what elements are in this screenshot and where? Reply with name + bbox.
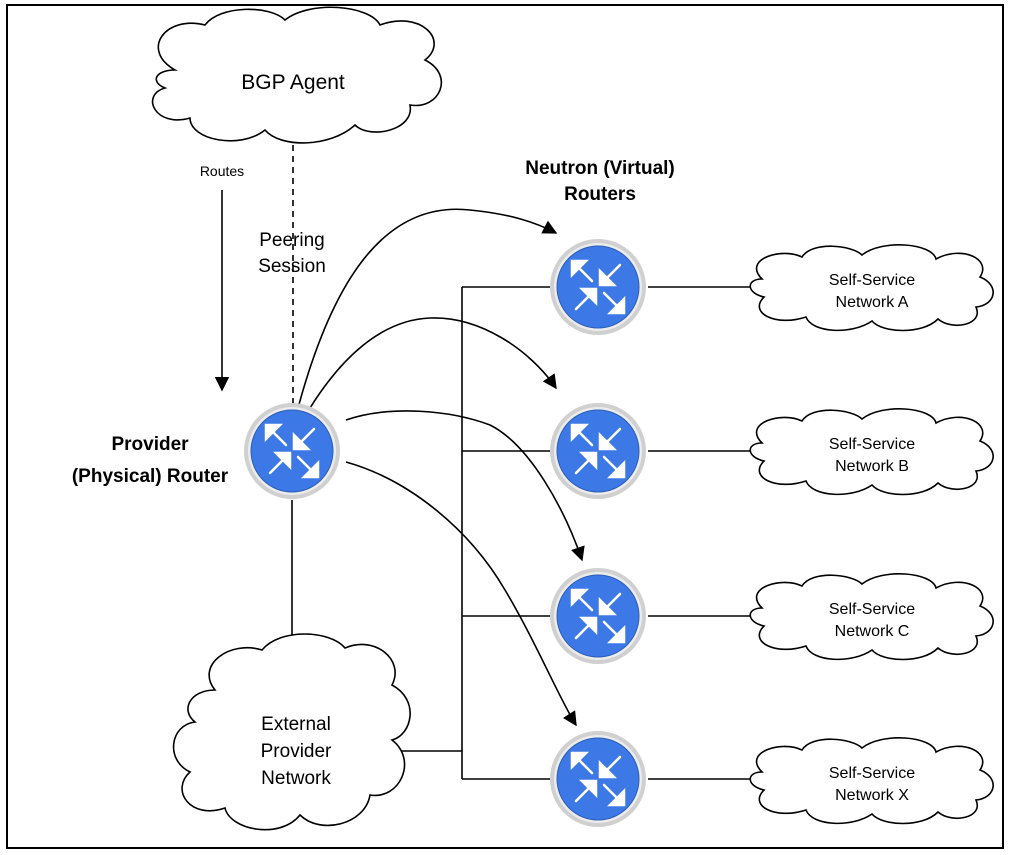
bgp-agent-label: BGP Agent: [241, 71, 345, 94]
self-service-network-b-cloud: Self-Service Network B: [749, 408, 994, 496]
net-c-label-2: Network C: [835, 623, 910, 640]
bgp-agent-cloud: BGP Agent: [151, 6, 443, 144]
route-arrow-a: [297, 208, 558, 409]
net-a-label-1: Self-Service: [829, 272, 915, 289]
router-x-icon: [548, 729, 648, 829]
peering-label-2: Session: [258, 256, 326, 277]
net-a-label-2: Network A: [836, 294, 909, 311]
neutron-title-2: Routers: [564, 184, 636, 205]
router-c-icon: [548, 566, 648, 666]
provider-label-2: (Physical) Router: [72, 466, 229, 487]
net-x-label-2: Network X: [835, 787, 909, 804]
route-arrow-b: [309, 317, 557, 409]
route-arrow-c: [345, 410, 585, 562]
route-arrow-x: [345, 461, 577, 727]
routes-label: Routes: [200, 163, 244, 179]
external-network-cloud: External Provider Network: [172, 633, 411, 831]
router-b-icon: [548, 401, 648, 501]
external-label-1: External: [261, 714, 331, 735]
external-label-2: Provider: [261, 741, 332, 762]
provider-label-1: Provider: [111, 434, 189, 455]
self-service-network-x-cloud: Self-Service Network X: [749, 737, 994, 825]
router-a-icon: [548, 237, 648, 337]
self-service-network-a-cloud: Self-Service Network A: [749, 244, 994, 332]
net-b-label-2: Network B: [835, 458, 909, 475]
provider-router-icon: [242, 401, 342, 501]
net-c-label-1: Self-Service: [829, 601, 915, 618]
external-label-3: Network: [261, 768, 331, 789]
peering-label-1: Peering: [259, 230, 325, 251]
neutron-title-1: Neutron (Virtual): [525, 158, 675, 179]
self-service-network-c-cloud: Self-Service Network C: [749, 573, 994, 661]
net-x-label-1: Self-Service: [829, 765, 915, 782]
net-b-label-1: Self-Service: [829, 436, 915, 453]
